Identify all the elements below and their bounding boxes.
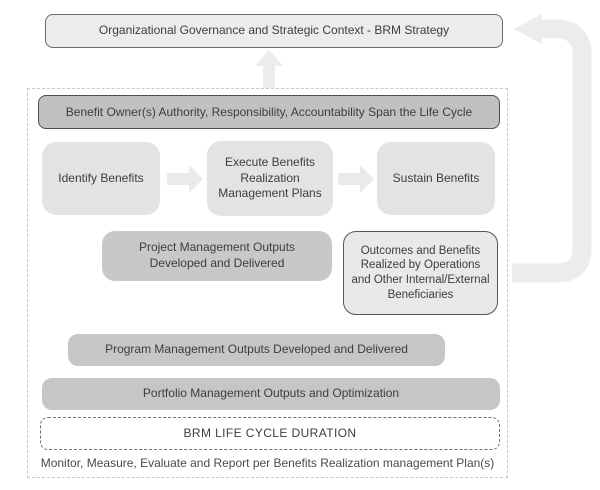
brm-duration-label: BRM LIFE CYCLE DURATION (183, 425, 357, 440)
monitor-footer-label: Monitor, Measure, Evaluate and Report pe… (40, 456, 495, 471)
program-outputs-bar: Program Management Outputs Developed and… (68, 334, 445, 366)
stage-execute-benefits-box: Execute Benefits Realization Management … (207, 141, 333, 216)
up-arrow-icon (255, 50, 283, 88)
loop-arrow-head-icon (514, 14, 542, 44)
brm-duration-box: BRM LIFE CYCLE DURATION (40, 417, 500, 450)
project-outputs-box: Project Management Outputs Developed and… (102, 231, 332, 281)
governance-strategy-box: Organizational Governance and Strategic … (45, 14, 503, 48)
benefit-owner-header-box: Benefit Owner(s) Authority, Responsibili… (38, 95, 500, 129)
governance-strategy-label: Organizational Governance and Strategic … (98, 23, 450, 38)
project-outputs-label: Project Management Outputs Developed and… (138, 240, 296, 270)
portfolio-outputs-bar: Portfolio Management Outputs and Optimiz… (42, 378, 500, 410)
stage-identify-benefits-label: Identify Benefits (58, 170, 144, 185)
monitor-footer-note: Monitor, Measure, Evaluate and Report pe… (30, 455, 505, 473)
program-outputs-label: Program Management Outputs Developed and… (105, 342, 408, 357)
outcomes-beneficiaries-box: Outcomes and Benefits Realized by Operat… (343, 231, 498, 315)
stage-sustain-benefits-label: Sustain Benefits (392, 170, 480, 185)
loop-arrow-icon (512, 19, 592, 283)
portfolio-outputs-label: Portfolio Management Outputs and Optimiz… (142, 386, 400, 401)
stage-sustain-benefits-box: Sustain Benefits (377, 142, 495, 215)
stage-execute-benefits-label: Execute Benefits Realization Management … (218, 155, 322, 201)
stage-identify-benefits-box: Identify Benefits (42, 142, 160, 215)
benefit-owner-header-label: Benefit Owner(s) Authority, Responsibili… (65, 104, 473, 119)
outcomes-beneficiaries-label: Outcomes and Benefits Realized by Operat… (351, 244, 490, 301)
